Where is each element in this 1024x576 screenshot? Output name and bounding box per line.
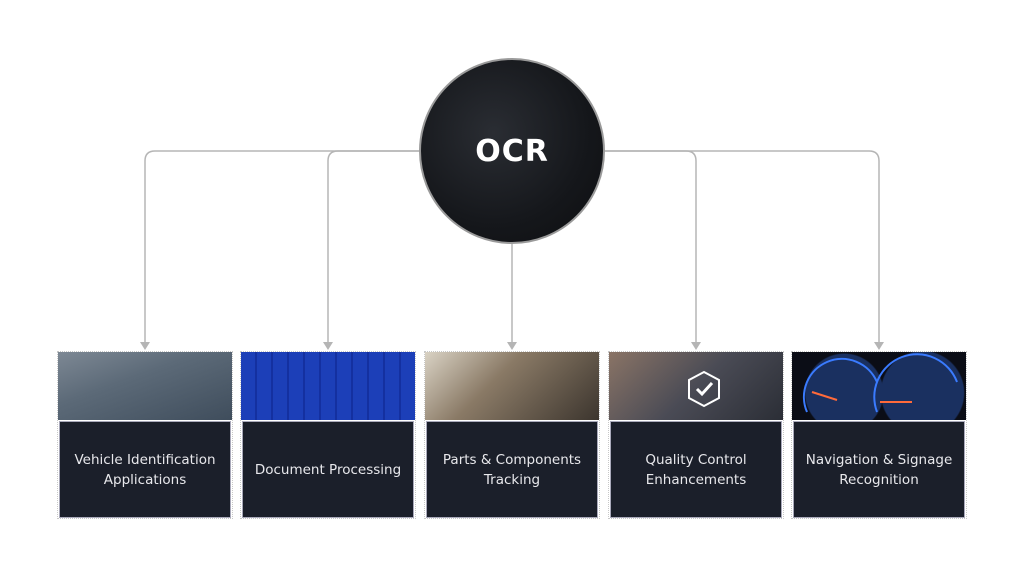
- connector-document: [327, 150, 420, 348]
- arrow-icon: [507, 342, 517, 350]
- card-navigation-signage[interactable]: Navigation & Signage Recognition: [791, 351, 967, 519]
- card-vehicle-identification[interactable]: Vehicle Identification Applications: [57, 351, 233, 519]
- card-label: Vehicle Identification Applications: [59, 421, 231, 518]
- arrow-icon: [691, 342, 701, 350]
- card-label: Navigation & Signage Recognition: [793, 421, 965, 518]
- card-label: Parts & Components Tracking: [426, 421, 598, 518]
- card-document-processing[interactable]: Document Processing: [240, 351, 416, 519]
- card-label: Quality Control Enhancements: [610, 421, 782, 518]
- speedometer-image: [792, 352, 966, 420]
- connector-vehicle: [144, 150, 420, 348]
- card-quality-control[interactable]: Quality Control Enhancements: [608, 351, 784, 519]
- check-icon: [688, 370, 720, 408]
- quality-image: [609, 352, 783, 420]
- card-parts-tracking[interactable]: Parts & Components Tracking: [424, 351, 600, 519]
- hub-title: OCR: [475, 133, 549, 169]
- arrow-icon: [874, 342, 884, 350]
- connector-navigation: [604, 150, 880, 348]
- document-image: [241, 352, 415, 420]
- card-label: Document Processing: [242, 421, 414, 518]
- ocr-hub: OCR: [419, 58, 605, 244]
- gauge-icon: [802, 353, 958, 413]
- parts-image: [425, 352, 599, 420]
- arrow-icon: [323, 342, 333, 350]
- connector-quality: [604, 150, 697, 348]
- vehicle-image: [58, 352, 232, 420]
- arrow-icon: [140, 342, 150, 350]
